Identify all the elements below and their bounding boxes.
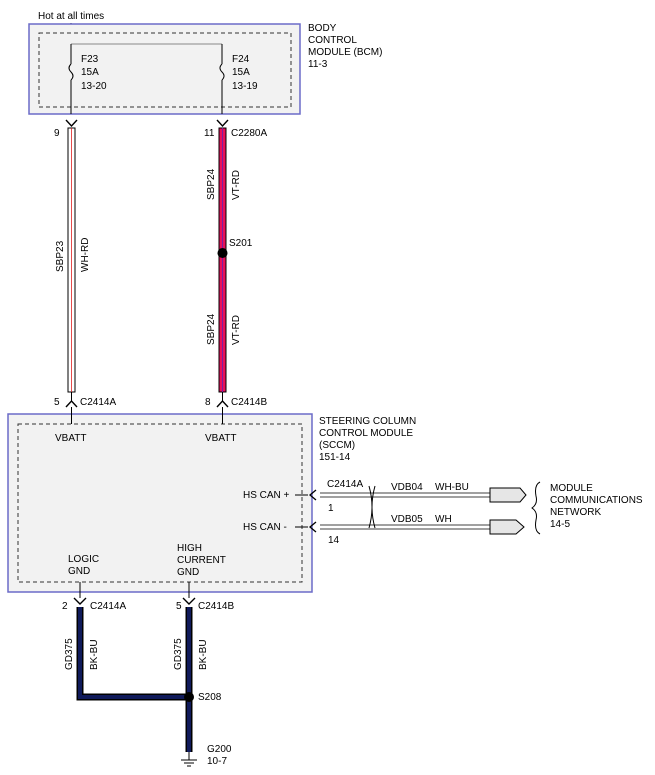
wire-sbp23-circuit: SBP23	[55, 240, 66, 272]
can-minus-circuit: VDB05	[391, 514, 423, 525]
can-minus-color: WH	[435, 514, 452, 525]
wire-sbp24-color-upper: VT-RD	[231, 170, 242, 200]
sccm-name-4: 151-14	[319, 452, 351, 463]
wire-sbp24-circuit-lower: SBP24	[206, 313, 217, 345]
fuse-left-ref: 13-20	[81, 81, 107, 92]
sccm-name-1: STEERING COLUMN	[319, 416, 416, 427]
network-name-4: 14-5	[550, 519, 570, 530]
connector-top-right-icon	[216, 119, 229, 128]
wire-sbp24	[216, 119, 229, 408]
sccm-box	[7, 413, 313, 593]
can-bus	[295, 481, 541, 535]
wire-sbp24-connector-top: C2280A	[231, 128, 267, 139]
bcm-box	[28, 23, 301, 115]
splice-s201-label: S201	[229, 238, 253, 249]
ground-right-color: BK-BU	[198, 639, 209, 670]
sccm-vbatt-left: VBATT	[55, 433, 86, 444]
sccm-name-2: CONTROL MODULE	[319, 428, 413, 439]
sccm-hc-gnd-1: HIGH	[177, 543, 202, 554]
splice-s208-dot	[184, 692, 194, 702]
wire-sbp23-pin-bottom: 5	[54, 397, 60, 408]
fuse-right-ref: 13-19	[232, 81, 258, 92]
sccm-module	[7, 407, 313, 598]
wire-sbp24-connector-bottom: C2414B	[231, 397, 267, 408]
can-minus-connector-icon	[308, 521, 317, 533]
ground-right-connector-icon	[182, 597, 196, 605]
sccm-hc-gnd-2: CURRENT	[177, 555, 226, 566]
can-minus-pin: 14	[328, 535, 340, 546]
bcm-name-3: MODULE (BCM)	[308, 47, 382, 58]
wire-sbp24-circuit-upper: SBP24	[206, 168, 217, 200]
bcm-dashed-boundary	[38, 32, 292, 108]
connector-bottom-right-icon	[216, 399, 229, 408]
ground-point-ref: 10-7	[207, 756, 227, 767]
fuse-right-icon	[219, 63, 225, 81]
fuse-right-id: F24	[232, 54, 250, 65]
network-brace-icon	[531, 481, 541, 535]
can-plus-arrow-icon	[489, 487, 527, 503]
splice-s201-dot	[217, 248, 228, 258]
bcm-name-1: BODY	[308, 23, 337, 34]
wire-sbp24-pin-bottom: 8	[205, 397, 211, 408]
network-name-3: NETWORK	[550, 507, 601, 518]
connector-bottom-left-icon	[65, 399, 78, 408]
bcm-name-4: 11-3	[308, 59, 328, 70]
can-plus-pin: 1	[328, 503, 334, 514]
wire-sbp23-pin-top: 9	[54, 128, 60, 139]
ground-circuit	[73, 597, 197, 767]
fuse-left-rating: 15A	[81, 67, 99, 78]
ground-right-pin: 5	[176, 601, 182, 612]
ground-point-label: G200	[207, 744, 232, 755]
bcm-name-2: CONTROL	[308, 35, 357, 46]
sccm-hs-can-minus: HS CAN -	[243, 522, 287, 533]
fuse-right-rating: 15A	[232, 67, 250, 78]
bcm-module: F23 15A 13-20 F24 15A 13-19	[28, 23, 301, 115]
can-minus-arrow-icon	[489, 519, 525, 535]
network-name-2: COMMUNICATIONS	[550, 495, 643, 506]
sccm-name-3: (SCCM)	[319, 440, 355, 451]
ground-left-pin: 2	[62, 601, 68, 612]
wire-sbp24-color-lower: VT-RD	[231, 315, 242, 345]
can-plus-color: WH-BU	[435, 482, 469, 493]
wire-sbp23-color: WH-RD	[80, 238, 91, 272]
sccm-logic-gnd-2: GND	[68, 566, 90, 577]
sccm-logic-gnd-1: LOGIC	[68, 554, 99, 565]
fuse-left-icon	[68, 63, 74, 81]
twisted-pair-icon	[368, 485, 376, 529]
sccm-dashed-boundary	[17, 423, 303, 583]
sccm-hc-gnd-3: GND	[177, 567, 199, 578]
can-plus-connector-icon	[308, 489, 317, 501]
ground-left-connector: C2414A	[90, 601, 126, 612]
wire-sbp23	[65, 119, 78, 408]
splice-s208-label: S208	[198, 692, 222, 703]
sccm-vbatt-right: VBATT	[205, 433, 236, 444]
hot-label: Hot at all times	[38, 11, 104, 22]
ground-left-wire-core	[78, 607, 189, 699]
wire-sbp24-pin-top: 11	[204, 128, 215, 139]
can-plus-circuit: VDB04	[391, 482, 423, 493]
sccm-hs-can-plus: HS CAN +	[243, 490, 290, 501]
connector-top-left-icon	[65, 119, 78, 128]
fuse-left-id: F23	[81, 54, 99, 65]
ground-right-circuit: GD375	[173, 638, 184, 670]
can-connector-label: C2414A	[327, 479, 363, 490]
ground-right-connector: C2414B	[198, 601, 234, 612]
ground-left-color: BK-BU	[89, 639, 100, 670]
wire-sbp23-connector-bottom: C2414A	[80, 397, 116, 408]
ground-left-circuit: GD375	[64, 638, 75, 670]
network-name-1: MODULE	[550, 483, 593, 494]
ground-left-connector-icon	[73, 597, 87, 605]
